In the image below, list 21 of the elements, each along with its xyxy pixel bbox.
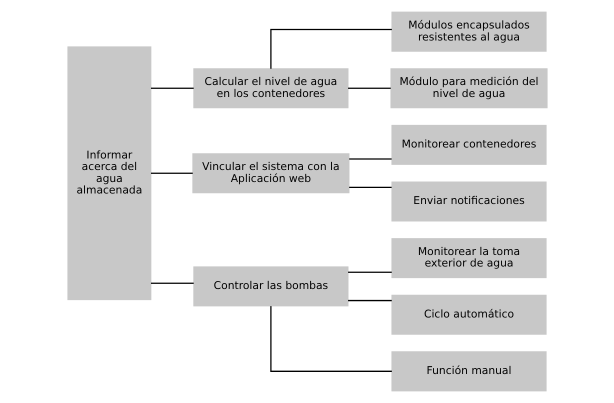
connector	[348, 300, 392, 302]
connector	[270, 28, 392, 69]
connector	[348, 158, 392, 160]
connector	[348, 272, 392, 273]
connector	[348, 186, 392, 188]
node-box: Vincular el sistema con la Aplicación web	[192, 153, 349, 194]
node-box: Módulo para medición del nivel de agua	[390, 68, 548, 108]
connector	[348, 88, 390, 89]
node-box: Informar acerca del agua almacenada	[66, 46, 151, 300]
connector	[270, 306, 392, 372]
connector	[150, 282, 194, 284]
node-box: Función manual	[390, 351, 546, 392]
node-box: Monitorear la toma exterior de agua	[390, 238, 546, 278]
node-box: Módulos encapsulados resistentes al agua	[390, 12, 546, 52]
node-box: Calcular el nivel de agua en los contenedores	[192, 68, 348, 108]
node-box: Monitorear contenedores	[390, 124, 546, 165]
node-box: Ciclo automático	[390, 294, 546, 335]
connector	[150, 172, 192, 174]
connector	[150, 88, 194, 89]
node-box: Enviar notificaciones	[390, 182, 546, 222]
node-box: Controlar las bombas	[192, 266, 348, 306]
